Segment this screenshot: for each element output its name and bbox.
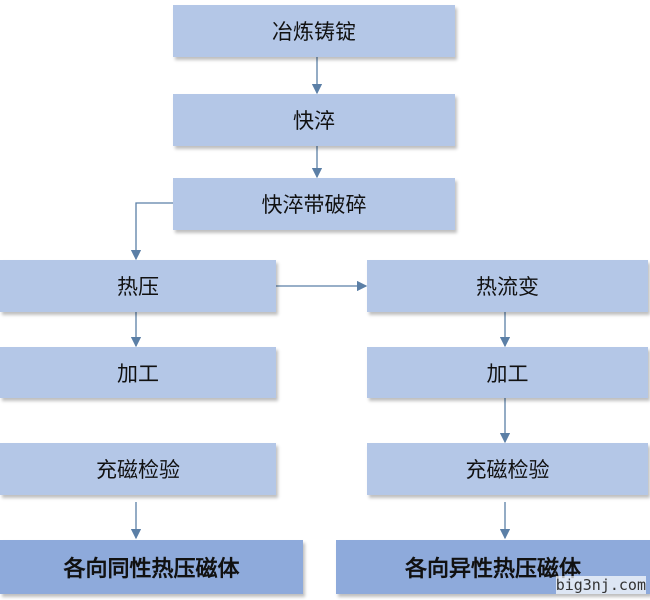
node-label: 加工 bbox=[486, 361, 529, 386]
node-label: 各向异性热压磁体 bbox=[404, 557, 581, 582]
node-isotropic-magnet: 各向同性热压磁体 bbox=[0, 540, 303, 594]
node-label: 冶炼铸锭 bbox=[272, 20, 356, 44]
node-hot-flow: 热流变 bbox=[367, 260, 648, 312]
node-label: 热流变 bbox=[476, 275, 539, 299]
watermark: big3nj.com bbox=[555, 576, 646, 594]
node-label: 快淬带破碎 bbox=[261, 193, 367, 217]
node-smelt-casting: 冶炼铸锭 bbox=[173, 5, 455, 57]
node-machining-right: 加工 bbox=[367, 347, 648, 398]
node-magnetize-right: 充磁检验 bbox=[367, 443, 648, 495]
node-rapid-quench: 快淬 bbox=[173, 94, 455, 146]
node-label: 各向同性热压磁体 bbox=[63, 557, 240, 582]
arrow-crush-to-hot-press bbox=[130, 202, 173, 261]
node-label: 快淬 bbox=[293, 109, 335, 133]
node-hot-press: 热压 bbox=[0, 260, 276, 312]
node-label: 充磁检验 bbox=[96, 458, 180, 482]
node-magnetize-left: 充磁检验 bbox=[0, 443, 276, 495]
node-label: 热压 bbox=[117, 275, 159, 299]
node-ribbon-crushing: 快淬带破碎 bbox=[173, 178, 455, 230]
node-label: 加工 bbox=[117, 361, 159, 386]
node-machining-left: 加工 bbox=[0, 347, 276, 398]
node-label: 充磁检验 bbox=[465, 458, 550, 482]
